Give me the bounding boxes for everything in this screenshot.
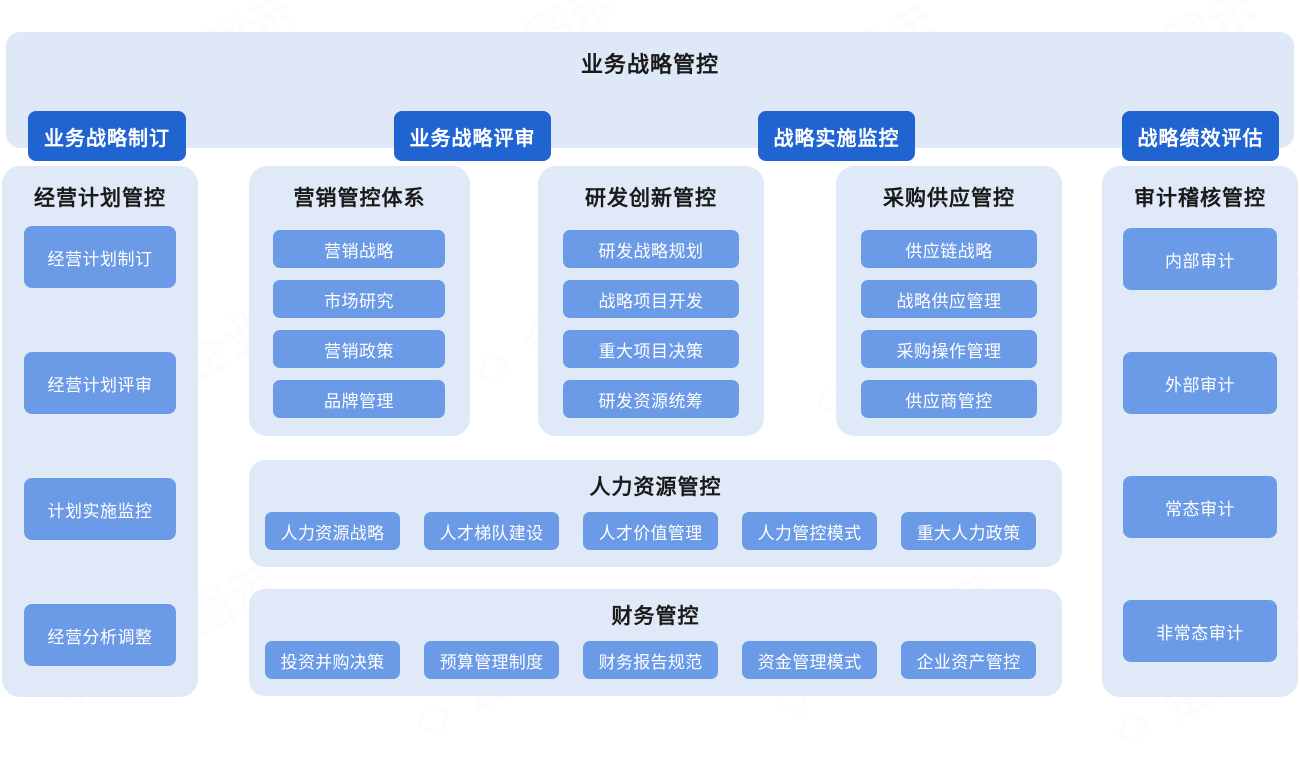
band-title-financial-control: 财务管控 <box>611 604 700 628</box>
plan-item-analysis[interactable]: 经营分析调整 <box>24 604 176 666</box>
hr-item-major-policy[interactable]: 重大人力政策 <box>901 512 1036 550</box>
column-title-procurement-supply-control: 采购供应管控 <box>883 186 1015 210</box>
purchase-item-supply-chain-strategy[interactable]: 供应链战略 <box>861 230 1037 268</box>
audit-item-external[interactable]: 外部审计 <box>1123 352 1277 414</box>
column-title-audit-inspection-control: 审计稽核管控 <box>1134 186 1266 210</box>
column-marketing-control-system: 营销管控体系 营销战略 市场研究 营销政策 品牌管理 <box>249 166 470 436</box>
band-financial-control: 财务管控 投资并购决策 预算管理制度 财务报告规范 资金管理模式 企业资产管控 <box>249 589 1062 696</box>
banner-button-strategy-performance-evaluation[interactable]: 战略绩效评估 <box>1122 111 1279 161</box>
diagram-canvas: ◇ 企业图示◇ 企业图示◇ 企业图示◇ 企业图示◇ 企业图示◇ 企业图示◇ 企业… <box>2 32 1298 697</box>
marketing-item-strategy[interactable]: 营销战略 <box>273 230 445 268</box>
banner-button-strategy-review[interactable]: 业务战略评审 <box>394 111 551 161</box>
audit-item-non-routine[interactable]: 非常态审计 <box>1123 600 1277 662</box>
finance-item-budget-system[interactable]: 预算管理制度 <box>424 641 559 679</box>
band-human-resource-control: 人力资源管控 人力资源战略 人才梯队建设 人才价值管理 人力管控模式 重大人力政… <box>249 460 1062 567</box>
hr-item-control-mode[interactable]: 人力管控模式 <box>742 512 877 550</box>
finance-item-report-standard[interactable]: 财务报告规范 <box>583 641 718 679</box>
column-title-marketing-control-system: 营销管控体系 <box>293 186 426 210</box>
hr-item-talent-value[interactable]: 人才价值管理 <box>583 512 718 550</box>
marketing-item-brand-management[interactable]: 品牌管理 <box>273 380 445 418</box>
rd-item-major-decision[interactable]: 重大项目决策 <box>563 330 739 368</box>
banner-title: 业务战略管控 <box>580 53 719 78</box>
banner-button-strategy-implementation-monitoring[interactable]: 战略实施监控 <box>758 111 915 161</box>
rd-item-resource-planning[interactable]: 研发资源统筹 <box>563 380 739 418</box>
marketing-item-policy[interactable]: 营销政策 <box>273 330 445 368</box>
column-business-plan-control: 经营计划管控 经营计划制订 经营计划评审 计划实施监控 经营分析调整 <box>2 166 198 697</box>
plan-item-formulation[interactable]: 经营计划制订 <box>24 226 176 288</box>
rd-item-strategy-planning[interactable]: 研发战略规划 <box>563 230 739 268</box>
purchase-item-operations[interactable]: 采购操作管理 <box>861 330 1037 368</box>
audit-item-internal[interactable]: 内部审计 <box>1123 228 1277 290</box>
column-title-rd-innovation-control: 研发创新管控 <box>585 186 717 210</box>
purchase-item-strategic-supply[interactable]: 战略供应管理 <box>861 280 1037 318</box>
column-procurement-supply-control: 采购供应管控 供应链战略 战略供应管理 采购操作管理 供应商管控 <box>836 166 1062 436</box>
banner-button-strategy-formulation[interactable]: 业务战略制订 <box>28 111 186 161</box>
marketing-item-market-research[interactable]: 市场研究 <box>273 280 445 318</box>
band-title-human-resource-control: 人力资源管控 <box>589 475 722 499</box>
purchase-item-supplier-control[interactable]: 供应商管控 <box>861 380 1037 418</box>
business-strategy-banner: 业务战略管控 业务战略制订 业务战略评审 战略实施监控 战略绩效评估 <box>6 32 1294 161</box>
finance-item-investment-ma[interactable]: 投资并购决策 <box>265 641 400 679</box>
column-rd-innovation-control: 研发创新管控 研发战略规划 战略项目开发 重大项目决策 研发资源统筹 <box>538 166 764 436</box>
finance-item-asset-control[interactable]: 企业资产管控 <box>901 641 1036 679</box>
column-audit-inspection-control: 审计稽核管控 内部审计 外部审计 常态审计 非常态审计 <box>1102 166 1298 697</box>
rd-item-strategic-project[interactable]: 战略项目开发 <box>563 280 739 318</box>
column-title-business-plan-control: 经营计划管控 <box>34 186 166 210</box>
plan-item-review[interactable]: 经营计划评审 <box>24 352 176 414</box>
finance-item-fund-mode[interactable]: 资金管理模式 <box>742 641 877 679</box>
hr-item-strategy[interactable]: 人力资源战略 <box>265 512 400 550</box>
hr-item-talent-pipeline[interactable]: 人才梯队建设 <box>424 512 559 550</box>
audit-item-routine[interactable]: 常态审计 <box>1123 476 1277 538</box>
plan-item-monitoring[interactable]: 计划实施监控 <box>24 478 176 540</box>
